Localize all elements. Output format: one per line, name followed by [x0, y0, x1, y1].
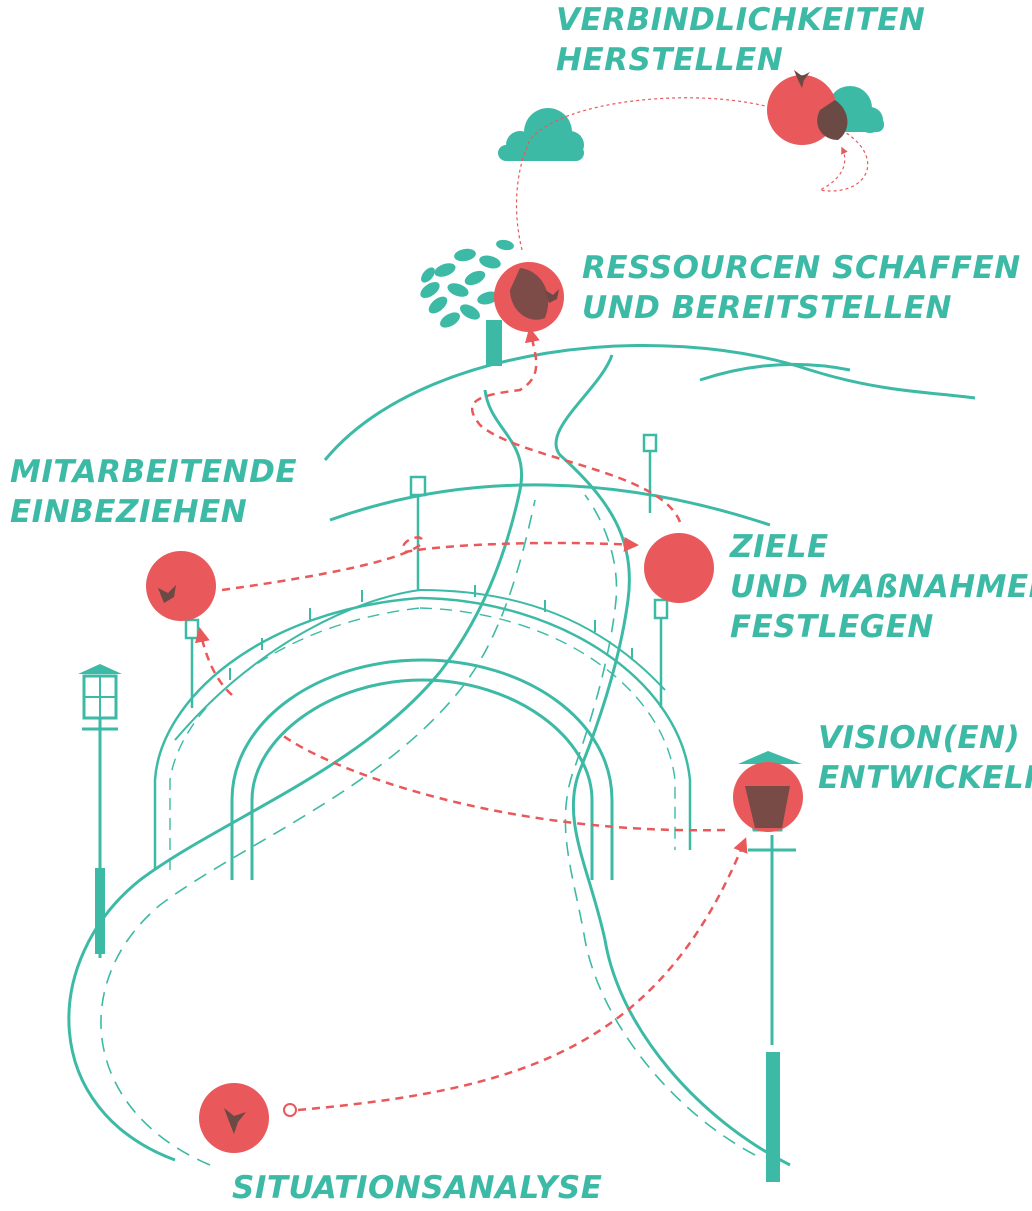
step-label-line: UND BEREITSTELLEN	[582, 290, 952, 326]
circle-ziele	[644, 533, 714, 603]
lamp-post-left-foreground	[78, 664, 122, 958]
step-label-line: MITARBEITENDE	[10, 454, 297, 490]
step-label-line: VERBINDLICHKEITEN	[556, 2, 926, 38]
overlap-accents	[510, 100, 848, 828]
bridge-dash-left	[169, 607, 421, 870]
step-label-line: VISION(EN)	[818, 720, 1021, 756]
step-label-line: FESTLEGEN	[730, 609, 934, 645]
step-label-line: HERSTELLEN	[556, 42, 784, 78]
step-label-line: EINBEZIEHEN	[10, 494, 248, 530]
step-label-line: UND MAßNAHMEN	[730, 569, 1032, 605]
arrow-situation-to-vision	[297, 837, 748, 1112]
arrow-ressourcen-to-verbindlichkeiten	[515, 97, 869, 251]
step-label-line: ENTWICKELN	[818, 760, 1032, 796]
step-label-verbindlichkeiten: VERBINDLICHKEITEN HERSTELLEN	[556, 0, 925, 80]
step-label-vision: VISION(EN) ENTWICKELN	[818, 718, 1032, 798]
arrow-mitarbeitende-to-ziele	[221, 536, 639, 592]
step-label-line: RESSOURCEN SCHAFFEN	[582, 250, 1021, 286]
path-start-marker	[283, 1103, 297, 1117]
step-label-ziele: ZIELE UND MAßNAHMEN FESTLEGEN	[730, 527, 1032, 647]
tree	[420, 239, 514, 366]
step-label-situation: SITUATIONSANALYSE	[232, 1168, 602, 1208]
arrow-vision-to-mitarbeitende	[281, 733, 726, 832]
distant-hill	[699, 362, 851, 382]
road-right-dash	[564, 494, 756, 1156]
bridge-dash-right	[419, 607, 676, 850]
bridge-posts	[229, 585, 633, 680]
road-left-edge	[67, 389, 524, 1162]
bridge-rail	[174, 588, 666, 741]
road	[67, 354, 791, 1167]
far-hill	[323, 344, 976, 461]
road-right-edge	[554, 354, 791, 1167]
path-arrows	[195, 327, 748, 1117]
step-label-ressourcen: RESSOURCEN SCHAFFEN UND BEREITSTELLEN	[582, 248, 1021, 328]
hummingbird-icon	[158, 70, 810, 1134]
stone-arch	[230, 658, 614, 880]
middle-hill	[329, 483, 771, 527]
step-label-line: SITUATIONSANALYSE	[232, 1170, 603, 1206]
cloud-left	[498, 108, 584, 161]
step-label-mitarbeitende: MITARBEITENDE EINBEZIEHEN	[10, 452, 297, 532]
circle-mitarbeitende	[146, 551, 216, 621]
small-lamp-posts	[184, 433, 669, 708]
step-label-line: ZIELE	[730, 529, 829, 565]
arrow-ziele-to-ressourcen	[471, 327, 682, 523]
bridge-outer-right	[419, 596, 692, 850]
bridge	[153, 585, 692, 870]
landscape	[323, 344, 976, 527]
arrow-mitarbeitende-rise	[195, 627, 233, 696]
